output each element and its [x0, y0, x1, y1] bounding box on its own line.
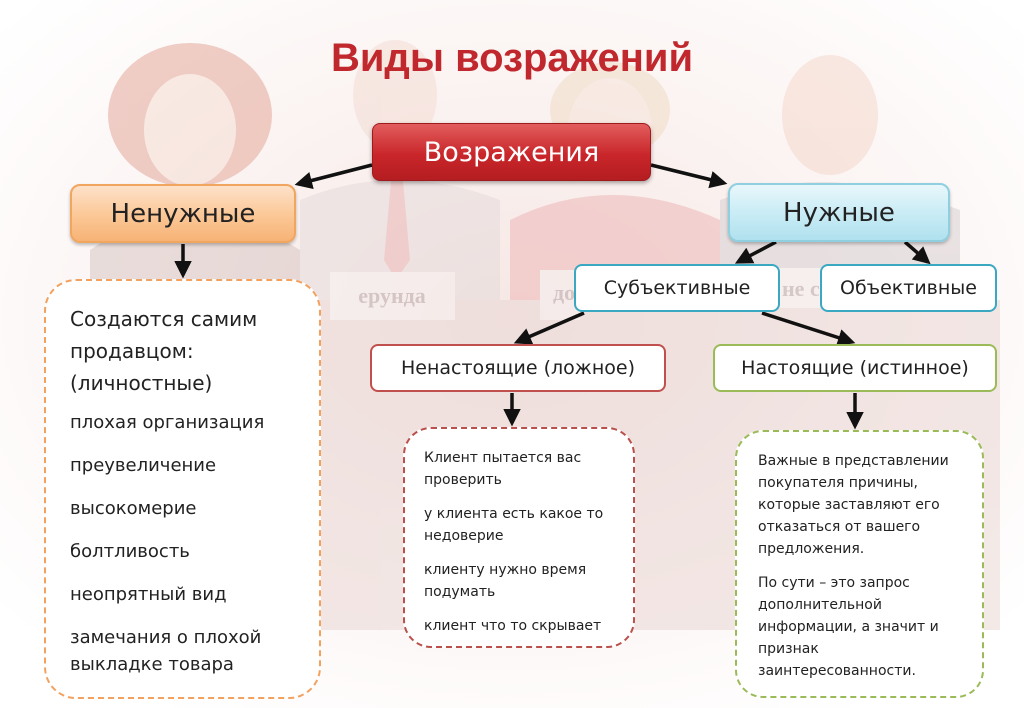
para-line: покупателя причины, — [758, 475, 918, 491]
node-objections: Возражения — [372, 123, 651, 181]
arrow-needed-to-subjective — [734, 240, 777, 264]
item-line: замечания о плохой — [70, 627, 262, 648]
item-line: выкладке товара — [70, 654, 234, 675]
item-line: высокомерие — [70, 498, 197, 519]
person-2-tie — [384, 170, 410, 280]
true-objection-panel: Важные в представлении покупателя причин… — [735, 430, 984, 698]
person-1-face — [144, 74, 236, 186]
node-false-objection: Ненастоящие (ложное) — [370, 344, 666, 392]
arrow-root-to-unneeded — [294, 163, 373, 189]
para-line: информации, а значит и — [758, 619, 939, 635]
item-line: Клиент пытается вас — [424, 450, 582, 466]
node-needed: Нужные — [728, 183, 950, 242]
list-item: у клиента есть какое то недоверие — [424, 503, 623, 547]
list-item: клиенту нужно время подумать — [424, 559, 623, 603]
para-line: заинтересованности. — [758, 663, 916, 679]
name-plate-mid — [540, 270, 580, 320]
node-subjective: Субъективные — [574, 264, 780, 312]
para-line: дополнительной — [758, 597, 882, 613]
sign-left-text: ерунда — [358, 283, 426, 308]
list-item: Клиент пытается вас проверить — [424, 447, 623, 491]
item-line: преувеличение — [70, 455, 217, 476]
heading-line: Создаются самим — [70, 307, 258, 331]
list-item: замечания о плохой выкладке товара — [70, 624, 309, 678]
person-2-face — [353, 40, 437, 150]
list-item: болтливость — [70, 538, 309, 565]
unneeded-panel: Создаются самим продавцом: (личностные) … — [44, 279, 321, 699]
para-line: отказаться от вашего — [758, 519, 921, 535]
arrow-needed-to-objective — [903, 240, 931, 265]
list-item: высокомерие — [70, 495, 309, 522]
item-line: проверить — [424, 472, 502, 488]
para-line: По сути – это запрос — [758, 575, 910, 591]
item-line: плохая организация — [70, 412, 265, 433]
list-item: клиент что то скрывает — [424, 615, 623, 637]
item-line: недоверие — [424, 528, 504, 544]
item-line: клиент что то скрывает — [424, 618, 602, 634]
paragraph: По сути – это запрос дополнительной инфо… — [758, 572, 972, 682]
item-line: неопрятный вид — [70, 584, 227, 605]
list-item: неопрятный вид — [70, 581, 309, 608]
unneeded-panel-heading: Создаются самим продавцом: (личностные) — [70, 303, 309, 399]
list-item: преувеличение — [70, 452, 309, 479]
false-objection-panel: Клиент пытается вас проверить у клиента … — [403, 427, 635, 648]
arrow-subjective-to-true — [761, 311, 856, 347]
node-true-objection: Настоящие (истинное) — [713, 344, 997, 392]
paragraph: Важные в представлении покупателя причин… — [758, 450, 972, 560]
item-line: у клиента есть какое то — [424, 506, 604, 522]
person-4-face — [782, 55, 878, 175]
item-line: подумать — [424, 584, 496, 600]
name-plate-left — [330, 272, 455, 320]
para-line: Важные в представлении — [758, 453, 949, 469]
sign-mid-text: до — [553, 280, 575, 305]
heading-line: продавцом: — [70, 339, 194, 363]
arrow-root-to-needed — [650, 163, 728, 189]
para-line: предложения. — [758, 541, 865, 557]
page-title: Виды возражений — [330, 36, 694, 80]
arrow-subjective-to-false — [513, 311, 585, 345]
item-line: болтливость — [70, 541, 190, 562]
node-unneeded: Ненужные — [70, 184, 296, 243]
list-item: плохая организация — [70, 409, 309, 436]
para-line: признак — [758, 641, 819, 657]
sign-right-text: не с — [782, 276, 820, 301]
item-line: клиенту нужно время — [424, 562, 587, 578]
node-objective: Объективные — [820, 264, 997, 312]
heading-line: (личностные) — [70, 371, 213, 395]
para-line: которые заставляют его — [758, 497, 940, 513]
